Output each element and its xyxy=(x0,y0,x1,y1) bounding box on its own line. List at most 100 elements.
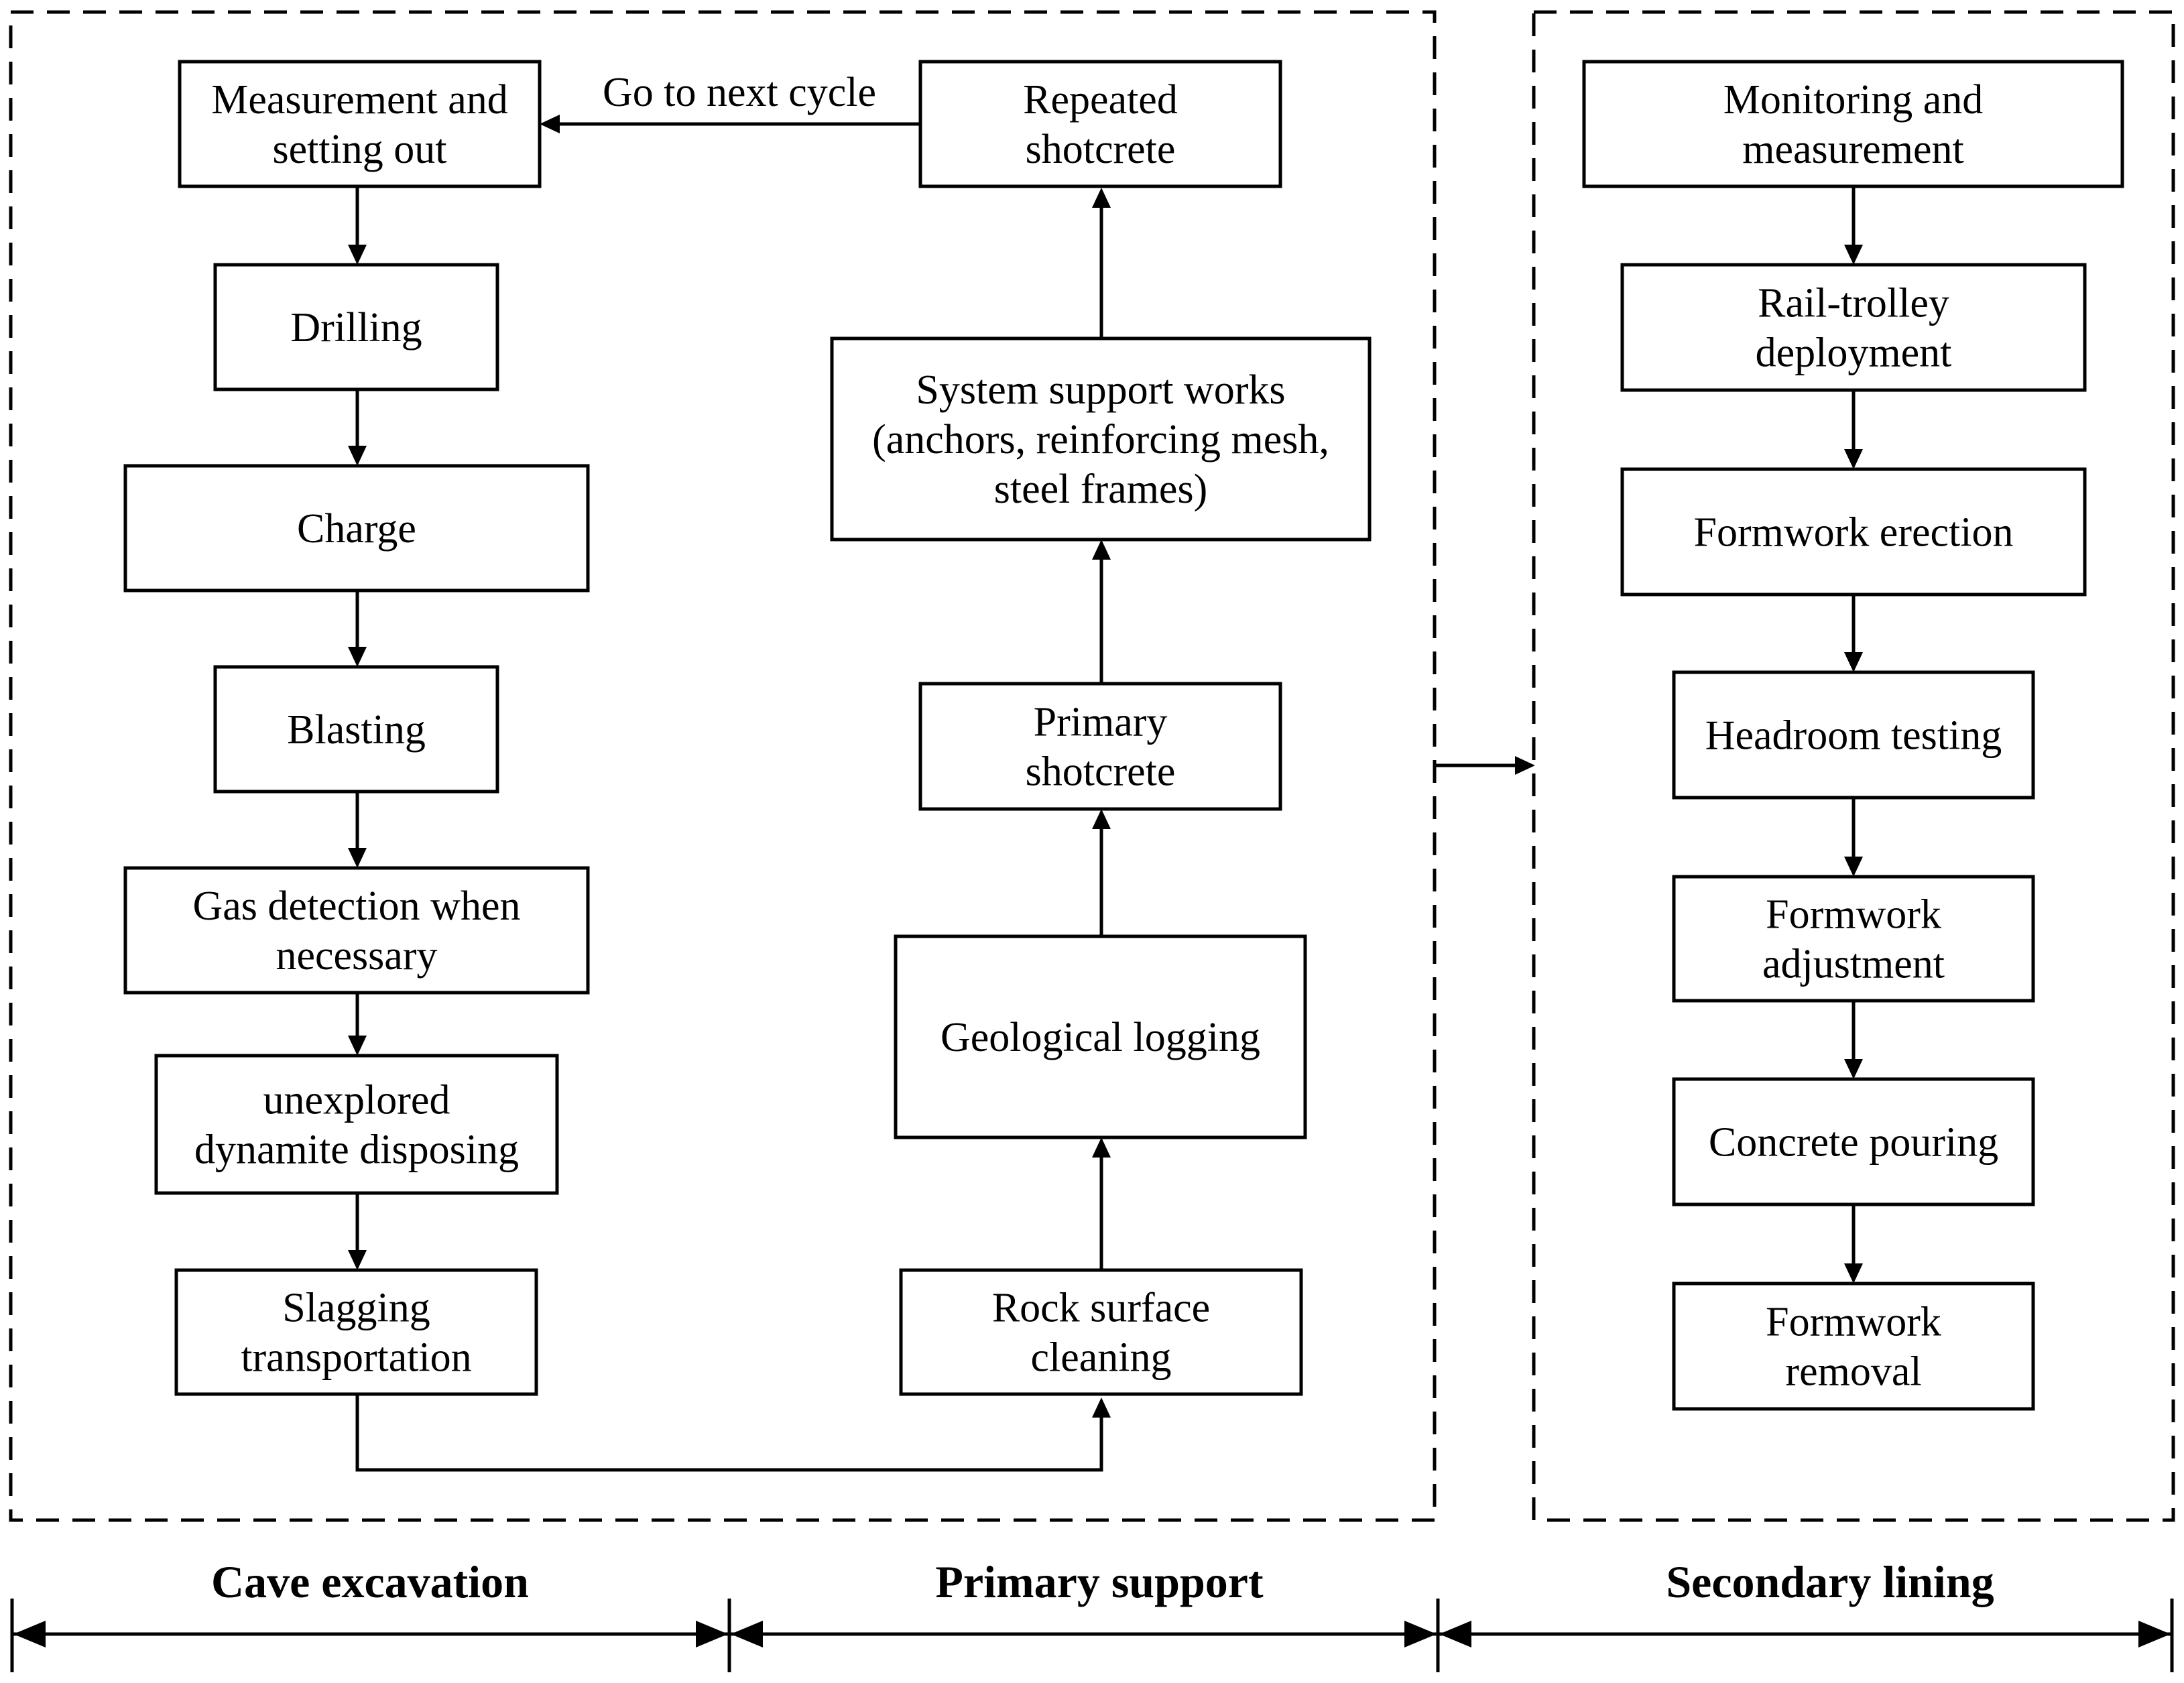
arrowhead-rail xyxy=(1844,245,1863,265)
phase-label-secondary-lining: Secondary lining xyxy=(1666,1556,1994,1607)
box-slagging-transportation-text-line: transportation xyxy=(241,1335,471,1381)
box-blasting-outline xyxy=(213,665,499,794)
box-gas-detection-text-line: Gas detection when xyxy=(193,883,521,929)
arrowhead-slagging xyxy=(348,1250,367,1270)
arrowhead-removal xyxy=(1844,1263,1863,1284)
arrowhead-drilling xyxy=(348,245,367,265)
phase-label-primary-support: Primary support xyxy=(935,1556,1264,1607)
box-concrete-pouring: Concrete pouring xyxy=(1672,1077,2035,1206)
box-monitoring-measurement-text-line: Monitoring and xyxy=(1723,77,1983,123)
box-slagging-transportation-text-line: Slagging xyxy=(282,1286,430,1331)
box-primary-shotcrete-text-line: shotcrete xyxy=(1026,749,1176,795)
arrow-slagging-to-rock-cleaning xyxy=(355,1394,1103,1472)
box-dynamite-disposing-outline xyxy=(154,1054,559,1195)
box-rock-surface-cleaning-outline xyxy=(899,1268,1303,1396)
arrowhead-charge xyxy=(348,446,367,466)
arrowhead-pouring xyxy=(1844,1059,1863,1079)
box-formwork-removal-text-line: removal xyxy=(1785,1349,1921,1395)
box-system-support-works-text-line: (anchors, reinforcing mesh, xyxy=(872,417,1329,462)
box-primary-shotcrete-outline xyxy=(918,682,1282,811)
arrowhead-geological xyxy=(1092,1137,1111,1158)
box-charge-outline xyxy=(123,464,590,593)
box-concrete-pouring-text-line: Concrete pouring xyxy=(1709,1120,1998,1166)
box-rail-trolley-deployment-outline xyxy=(1620,263,2087,392)
box-geological-logging-outline xyxy=(894,934,1307,1139)
box-blasting-text-line: Blasting xyxy=(287,707,426,753)
box-repeated-shotcrete-text-line: Repeated xyxy=(1023,77,1178,123)
arrowhead-adjustment xyxy=(1844,857,1863,877)
phase-arrowhead-cave-right xyxy=(696,1621,728,1647)
box-drilling-outline xyxy=(213,263,499,391)
phase-arrowhead-secondary-left xyxy=(1439,1621,1471,1647)
flow-connectors xyxy=(348,115,1863,1472)
box-charge-text-line: Charge xyxy=(297,506,416,552)
box-formwork-erection: Formwork erection xyxy=(1620,467,2087,597)
box-formwork-erection-text-line: Formwork erection xyxy=(1694,510,2014,556)
box-geological-logging-text-line: Geological logging xyxy=(941,1015,1260,1060)
box-headroom-testing: Headroom testing xyxy=(1672,670,2035,800)
box-formwork-removal-outline xyxy=(1672,1282,2035,1411)
arrowhead-blasting xyxy=(348,647,367,667)
box-system-support-works: System support works(anchors, reinforcin… xyxy=(830,336,1372,542)
box-headroom-testing-outline xyxy=(1672,670,2035,800)
phase-label-cave-excavation: Cave excavation xyxy=(211,1556,529,1607)
box-drilling: Drilling xyxy=(213,263,499,391)
phase-arrowhead-primary-left xyxy=(731,1621,763,1647)
box-formwork-erection-outline xyxy=(1620,467,2087,597)
box-geological-logging: Geological logging xyxy=(894,934,1307,1139)
box-headroom-testing-text-line: Headroom testing xyxy=(1705,713,2002,759)
box-dynamite-disposing-text-line: dynamite disposing xyxy=(194,1127,519,1173)
box-primary-shotcrete-text-line: Primary xyxy=(1034,700,1168,745)
box-concrete-pouring-outline xyxy=(1672,1077,2035,1206)
phase-arrowhead-primary-right xyxy=(1404,1621,1437,1647)
arrowhead-system xyxy=(1092,540,1111,560)
box-repeated-shotcrete-text-line: shotcrete xyxy=(1026,127,1176,172)
box-measurement-setting-out-outline xyxy=(178,60,542,188)
box-monitoring-measurement-text-line: measurement xyxy=(1742,127,1964,172)
arrowhead-rock-cleaning xyxy=(1092,1397,1111,1418)
arrowhead-repeated xyxy=(1092,188,1111,208)
box-rail-trolley-deployment-text-line: Rail-trolley xyxy=(1758,281,1949,326)
box-formwork-adjustment-text-line: adjustment xyxy=(1762,942,1945,987)
box-formwork-adjustment-text-line: Formwork xyxy=(1766,892,1941,938)
box-formwork-adjustment-outline xyxy=(1672,875,2035,1003)
box-drilling-text-line: Drilling xyxy=(290,305,422,351)
box-rail-trolley-deployment-text-line: deployment xyxy=(1756,330,1952,376)
box-monitoring-measurement-outline xyxy=(1582,60,2124,188)
box-system-support-works-text-line: steel frames) xyxy=(994,466,1207,512)
arrowhead-erection xyxy=(1844,449,1863,469)
box-gas-detection-outline xyxy=(123,866,590,995)
box-rock-surface-cleaning-text-line: cleaning xyxy=(1030,1335,1171,1381)
phase-dimension-line: Cave excavation Primary support Secondar… xyxy=(10,1556,2174,1672)
box-charge: Charge xyxy=(123,464,590,593)
box-rock-surface-cleaning-text-line: Rock surface xyxy=(992,1286,1210,1331)
arrowhead-secondary-lining xyxy=(1515,756,1535,775)
phase-arrowhead-secondary-right xyxy=(2138,1621,2171,1647)
phase-arrowhead-cave-left xyxy=(13,1621,46,1647)
arrowhead-next-cycle xyxy=(540,115,560,133)
box-dynamite-disposing-text-line: unexplored xyxy=(263,1078,450,1123)
arrowhead-headroom xyxy=(1844,652,1863,672)
arrowhead-primary xyxy=(1092,809,1111,829)
box-repeated-shotcrete-outline xyxy=(918,60,1282,188)
box-blasting: Blasting xyxy=(213,665,499,794)
box-measurement-setting-out-text-line: Measurement and xyxy=(211,77,507,123)
box-system-support-works-outline xyxy=(830,336,1372,542)
arrowhead-gas xyxy=(348,848,367,868)
box-measurement-setting-out-text-line: setting out xyxy=(272,127,446,172)
next-cycle-label: Go to next cycle xyxy=(603,70,876,115)
box-formwork-removal-text-line: Formwork xyxy=(1766,1300,1941,1345)
arrowhead-dynamite xyxy=(348,1036,367,1056)
